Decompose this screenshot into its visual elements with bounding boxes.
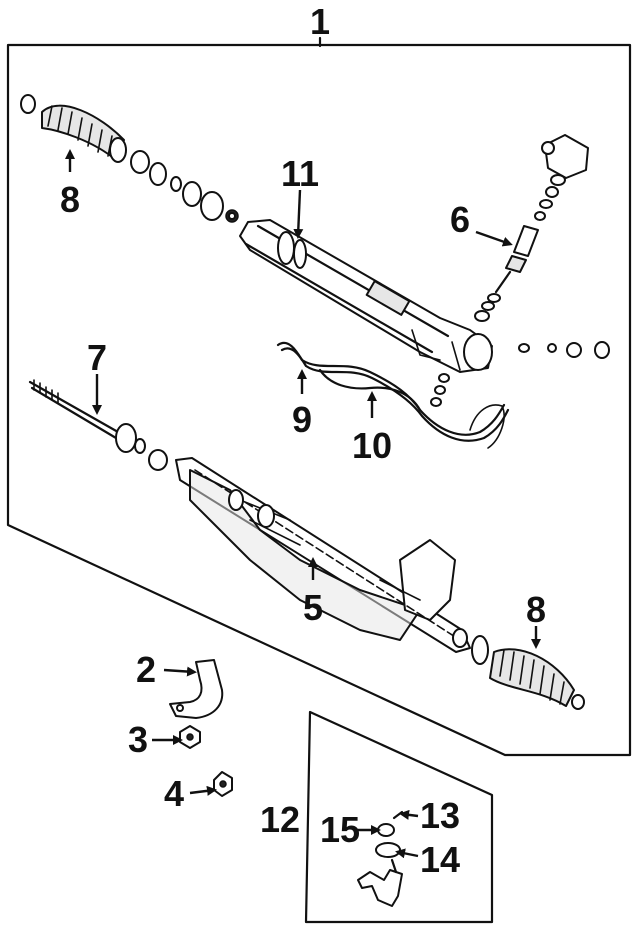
callout-8-top: 8	[60, 179, 80, 220]
dust-boot	[375, 842, 401, 858]
lower-boot	[471, 635, 585, 710]
castle-nut	[377, 823, 395, 837]
valve-seals	[430, 341, 610, 407]
pressure-lines	[276, 341, 510, 449]
callout-2: 2	[136, 649, 156, 690]
callout-15: 15	[320, 809, 360, 850]
callout-4: 4	[164, 773, 184, 814]
gear-housing	[239, 219, 493, 373]
upper-rings	[130, 150, 239, 223]
callout-10: 10	[352, 425, 392, 466]
outer-tie-rod-end	[357, 858, 403, 907]
callout-12: 12	[260, 799, 300, 840]
tie-rod-kit-outline	[304, 710, 494, 924]
pinion-valve	[474, 134, 589, 322]
callout-7: 7	[87, 337, 107, 378]
callout-8-bottom: 8	[526, 589, 546, 630]
inner-tie-rod	[28, 379, 168, 471]
callout-9: 9	[292, 399, 312, 440]
callout-13: 13	[420, 795, 460, 836]
callout-6: 6	[450, 199, 470, 240]
bracket-nut	[179, 725, 201, 749]
assembly-outline	[6, 43, 632, 757]
cotter-pin	[392, 810, 404, 820]
bracket-bolt	[213, 771, 233, 797]
mount-bracket	[169, 659, 224, 719]
callout-14: 14	[420, 839, 460, 880]
callout-1: 1	[310, 1, 330, 42]
callout-3: 3	[128, 719, 148, 760]
callout-11: 11	[281, 153, 319, 194]
callout-5: 5	[303, 587, 323, 628]
leader-arrows	[65, 149, 541, 859]
upper-boot	[20, 94, 127, 163]
rack-assembly	[175, 457, 471, 653]
